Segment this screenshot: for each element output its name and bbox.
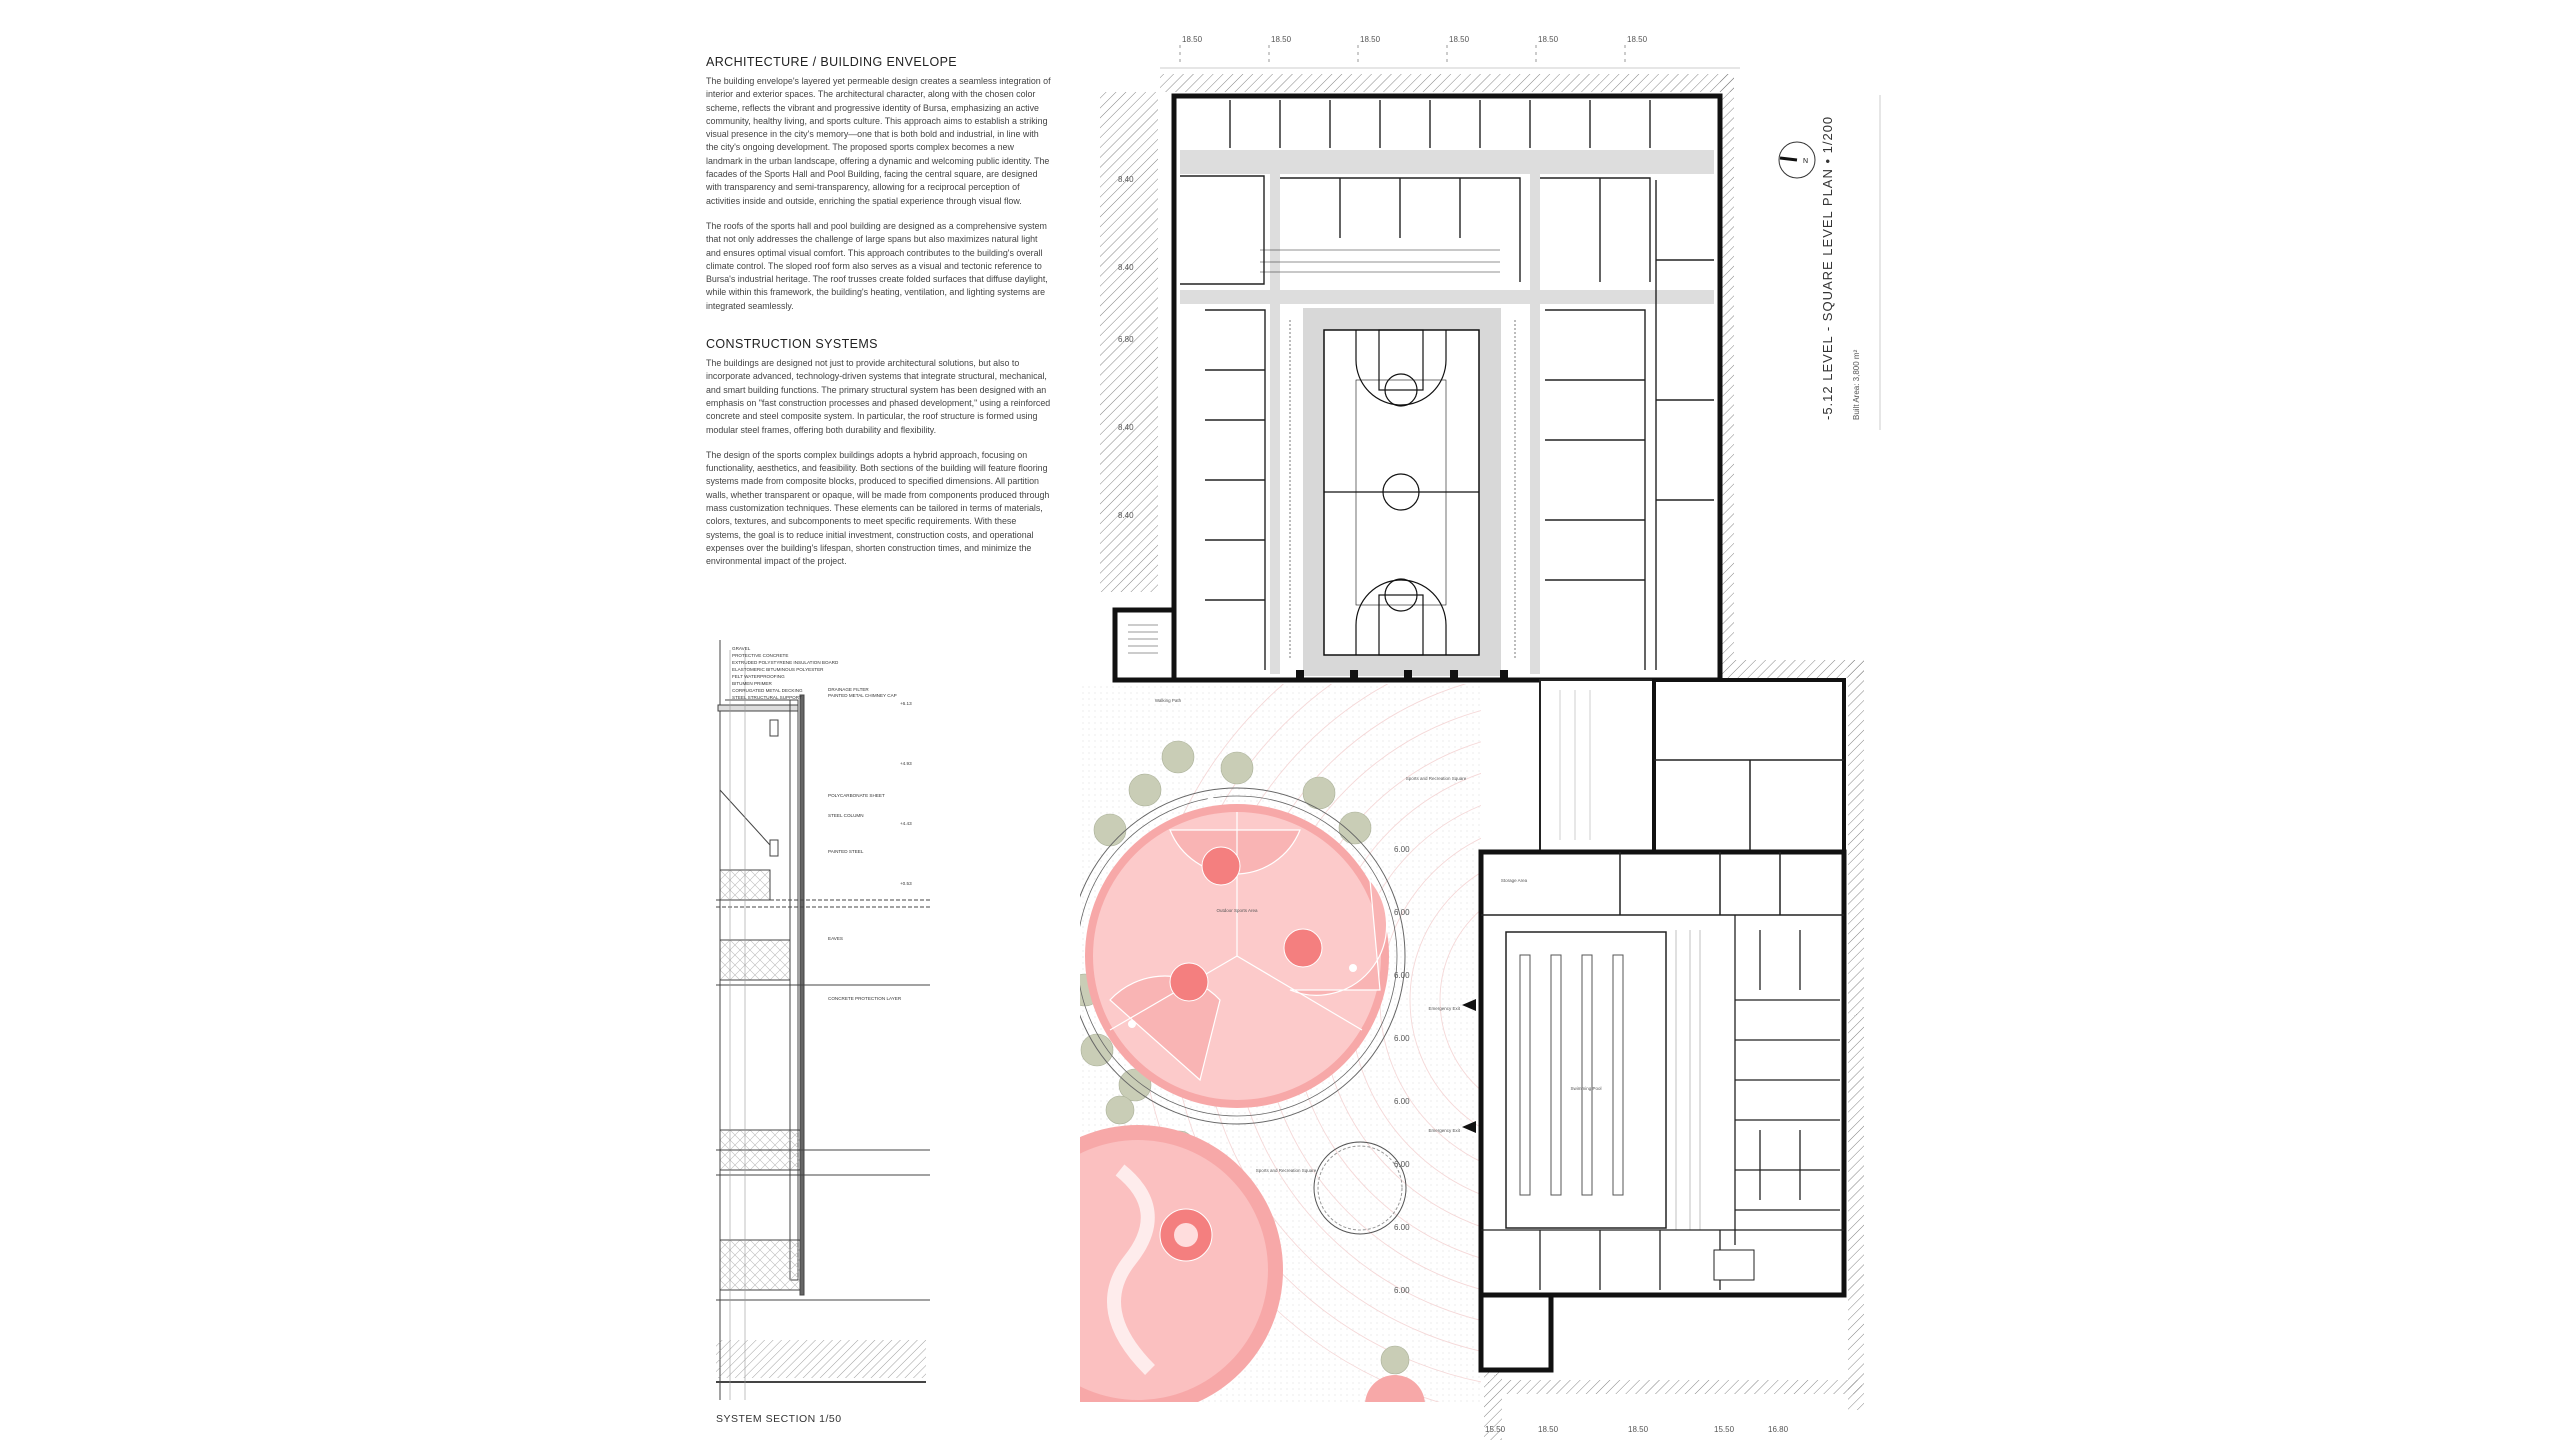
heading-construction: CONSTRUCTION SYSTEMS — [706, 337, 878, 352]
plan-title: -5.12 LEVEL - SQUARE LEVEL PLAN • 1/200 — [1820, 115, 1835, 420]
paragraph: The design of the sports complex buildin… — [706, 449, 1050, 567]
built-area: Built Area: 3,800 m² — [1852, 349, 1861, 420]
paragraph: The roofs of the sports hall and pool bu… — [706, 220, 1048, 311]
pool-building: Swimming Pool Emergency Exit Emergency E… — [1428, 678, 1847, 1373]
section-callout-label: DRAINAGE FILTER — [828, 687, 869, 692]
dimension-label: 18.50 — [1538, 35, 1559, 44]
svg-text:N: N — [1803, 158, 1808, 165]
dimension-label: 15.50 — [1714, 1425, 1735, 1434]
section-level-label: +4.43 — [900, 821, 912, 826]
text-column: ARCHITECTURE / BUILDING ENVELOPE The bui… — [706, 55, 1051, 581]
section-layer-label: CORRUGATED METAL DECKING — [732, 688, 803, 693]
dimension-label: 18.50 — [1271, 35, 1292, 44]
section-layer-label: STEEL STRUCTURAL SUPPORT — [732, 695, 802, 700]
heading-architecture: ARCHITECTURE / BUILDING ENVELOPE — [706, 55, 958, 69]
dimension-label: 8.40 — [1118, 175, 1134, 184]
dimension-label: 6.00 — [1394, 1223, 1410, 1232]
retaining-wall-hatch — [1160, 74, 1734, 92]
section-layer-label: FELT WATERPROOFING — [732, 674, 785, 679]
dimension-label: 18.50 — [1538, 1425, 1559, 1434]
dimension-label: 8.40 — [1118, 263, 1134, 272]
emergency-exit-label: Emergency Exit — [1428, 1006, 1460, 1011]
section-callout-label: CONCRETE PROTECTION LAYER — [828, 996, 902, 1001]
dimension-label: 6.00 — [1394, 971, 1410, 980]
dimension-label: 8.40 — [1118, 423, 1134, 432]
paragraph: The building envelope's layered yet perm… — [706, 76, 1051, 206]
section-level-label: +0.53 — [900, 881, 912, 886]
section-layer-label: GRAVEL — [732, 646, 751, 651]
dimension-label: 6.80 — [1118, 335, 1134, 344]
dimension-label: 15.50 — [1485, 1425, 1506, 1434]
section-callout-label: STEEL COLUMN — [828, 813, 864, 818]
dimension-label: 6.00 — [1394, 1160, 1410, 1169]
plaza-landscape: Outdoor Sports Area Sports and Recreatio… — [1080, 684, 1481, 1402]
dimension-label: 18.50 — [1360, 35, 1381, 44]
outdoor-sports-court: Outdoor Sports Area — [1080, 787, 1406, 1125]
square-label: Sports and Recreation Square — [1406, 776, 1467, 781]
dimension-label: 6.00 — [1394, 1286, 1410, 1295]
section-callout-label: POLYCARBONATE SHEET — [828, 793, 885, 798]
dimension-label: 6.00 — [1394, 845, 1410, 854]
dimension-label: 18.50 — [1628, 1425, 1649, 1434]
section-title: SYSTEM SECTION 1/50 — [716, 1413, 842, 1425]
section-layer-label: PROTECTIVE CONCRETE — [732, 653, 788, 658]
swimming-pool — [1505, 931, 1667, 1229]
section-callout-label: PAINTED METAL CHIMNEY CAP — [828, 693, 897, 698]
dimension-label: 6.00 — [1394, 1097, 1410, 1106]
section-layer-label: ELASTOMERIC BITUMINOUS POLYESTER — [732, 667, 824, 672]
dimension-label: 18.50 — [1627, 35, 1648, 44]
sports-hall-building — [1112, 93, 1723, 683]
section-level-label: +6.13 — [900, 701, 912, 706]
storage-label: Storage Area — [1501, 878, 1528, 883]
dimension-label: 8.40 — [1118, 511, 1134, 520]
section-layer-label: BITUMEN PRIMER — [732, 681, 772, 686]
dimension-label: 16.80 — [1768, 1425, 1789, 1434]
north-arrow-icon: N — [1778, 141, 1816, 179]
dimension-label: 18.50 — [1182, 35, 1203, 44]
paragraph: The buildings are designed not just to p… — [706, 358, 1051, 435]
pool-label: Swimming Pool — [1570, 1086, 1601, 1091]
dimension-label: 18.50 — [1449, 35, 1470, 44]
section-level-label: +4.93 — [900, 761, 912, 766]
section-callout-label: PAINTED STEEL — [828, 849, 864, 854]
outdoor-sports-area-label: Outdoor Sports Area — [1216, 908, 1258, 913]
dimension-label: 6.00 — [1394, 908, 1410, 917]
section-layer-label: EXTRUDED POLYSTYRENE INSULATION BOARD — [732, 660, 839, 665]
section-callout-label: EAVES — [828, 936, 843, 941]
emergency-exit-label: Emergency Exit — [1428, 1128, 1460, 1133]
walking-path-label: Walking Path — [1155, 698, 1182, 703]
square-label: Sports and Recreation Square — [1256, 1168, 1317, 1173]
dimension-label: 6.00 — [1394, 1034, 1410, 1043]
